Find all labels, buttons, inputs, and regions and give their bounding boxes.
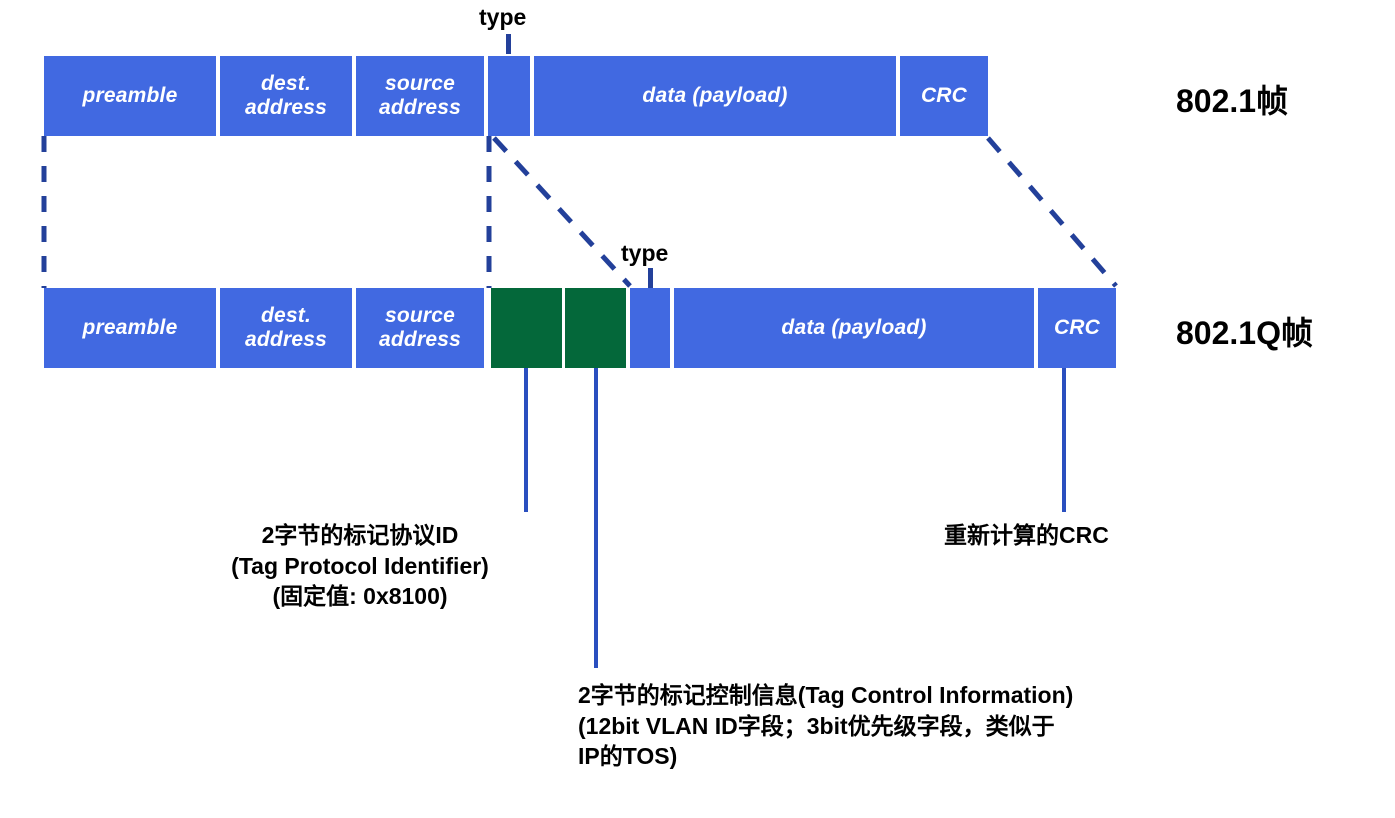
frame2-field-dest-address: dest. address (220, 288, 352, 368)
frame2-field-source-address: source address (356, 288, 484, 368)
annotation-tpid: 2字节的标记协议ID (Tag Protocol Identifier) (固定… (231, 522, 489, 610)
type-label-frame1: type (479, 4, 527, 30)
frame1-field-data-payload: data (payload) (534, 56, 896, 136)
type-tick-frame1 (506, 34, 511, 54)
dashed-line-type-diagonal (492, 136, 632, 288)
frame2-field-preamble: preamble (44, 288, 216, 368)
annotation-tci: 2字节的标记控制信息(Tag Control Information) (12b… (578, 682, 1074, 770)
frame1-field-type (488, 56, 530, 136)
type-label-frame2: type (621, 240, 669, 266)
frame2-field-type (630, 288, 670, 368)
frame1-title: 802.1帧 (1176, 83, 1289, 119)
frame1-field-crc: CRC (900, 56, 988, 136)
frame2-field-crc: CRC (1038, 288, 1116, 368)
leader-line-tci (594, 368, 598, 668)
leader-line-crc (1062, 368, 1066, 512)
frame2-field-data-payload: data (payload) (674, 288, 1034, 368)
leader-line-tpid (524, 368, 528, 512)
frame2-field-tag-control-information (565, 288, 626, 368)
dashed-line-crc-diagonal (986, 136, 1118, 288)
type-tick-frame2 (648, 268, 653, 288)
frame1-field-preamble: preamble (44, 56, 216, 136)
frame2-field-tag-protocol-identifier (491, 288, 562, 368)
frame1-field-source-address: source address (356, 56, 484, 136)
annotation-crc: 重新计算的CRC (944, 522, 1109, 548)
frame1-field-dest-address: dest. address (220, 56, 352, 136)
frame2-title: 802.1Q帧 (1176, 315, 1313, 351)
